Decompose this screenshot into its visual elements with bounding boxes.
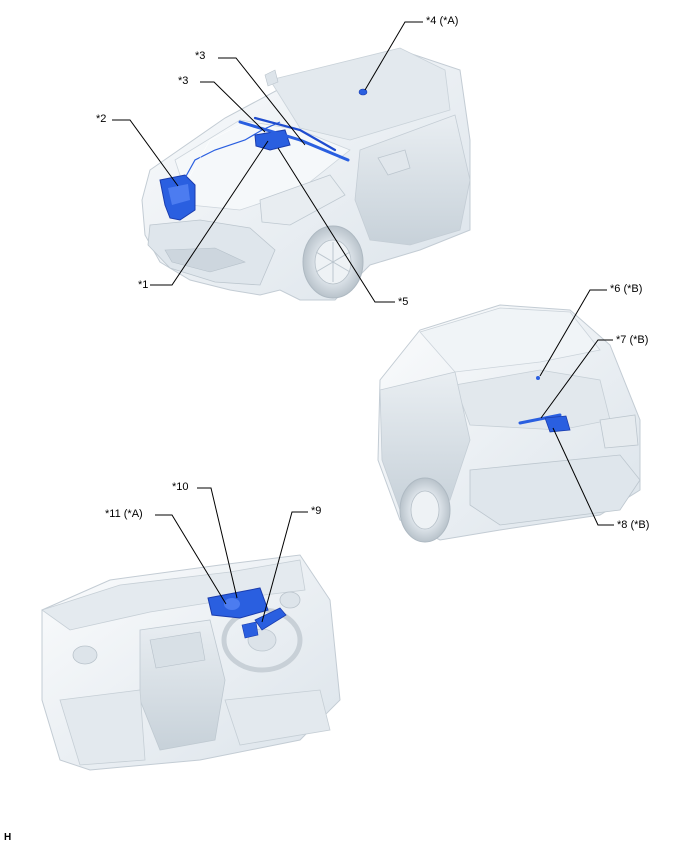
leader-lines bbox=[112, 21, 614, 623]
wiper-switch-component bbox=[254, 607, 287, 631]
leader-9 bbox=[261, 511, 308, 623]
callout-6: *6 (*B) bbox=[610, 283, 643, 295]
callout-8: *8 (*B) bbox=[617, 519, 650, 531]
leader-7 bbox=[540, 339, 613, 419]
washer-nozzle-component bbox=[358, 88, 368, 96]
callout-11: *11 (*A) bbox=[105, 508, 143, 520]
callout-3-upper: *3 bbox=[195, 50, 206, 62]
callout-4: *4 (*A) bbox=[426, 15, 459, 27]
rear-washer-nozzle-component bbox=[536, 376, 540, 380]
callout-2: *2 bbox=[96, 113, 107, 125]
callout-9: *9 bbox=[311, 505, 322, 517]
leader-5 bbox=[277, 147, 395, 303]
leader-2 bbox=[112, 119, 179, 187]
leader-3b bbox=[200, 81, 266, 133]
leader-10 bbox=[197, 487, 238, 599]
callout-5: *5 bbox=[398, 296, 409, 308]
corner-mark: H bbox=[4, 832, 12, 843]
leader-3a bbox=[218, 57, 306, 146]
washer-reservoir-component bbox=[159, 174, 196, 221]
callout-10: *10 bbox=[172, 481, 189, 493]
leader-11 bbox=[155, 514, 227, 605]
rear-vehicle-view bbox=[377, 304, 641, 543]
callout-7: *7 (*B) bbox=[616, 334, 649, 346]
front-vehicle-view bbox=[141, 47, 471, 301]
interior-view bbox=[41, 554, 341, 771]
callout-3-lower: *3 bbox=[178, 75, 189, 87]
leader-4 bbox=[364, 21, 423, 91]
rear-wiper-arm-component bbox=[518, 413, 562, 425]
leader-1 bbox=[150, 140, 269, 286]
callout-1: *1 bbox=[138, 279, 149, 291]
leader-6 bbox=[539, 289, 607, 377]
rear-wiper-motor-component bbox=[544, 415, 571, 433]
leader-8 bbox=[552, 427, 614, 526]
